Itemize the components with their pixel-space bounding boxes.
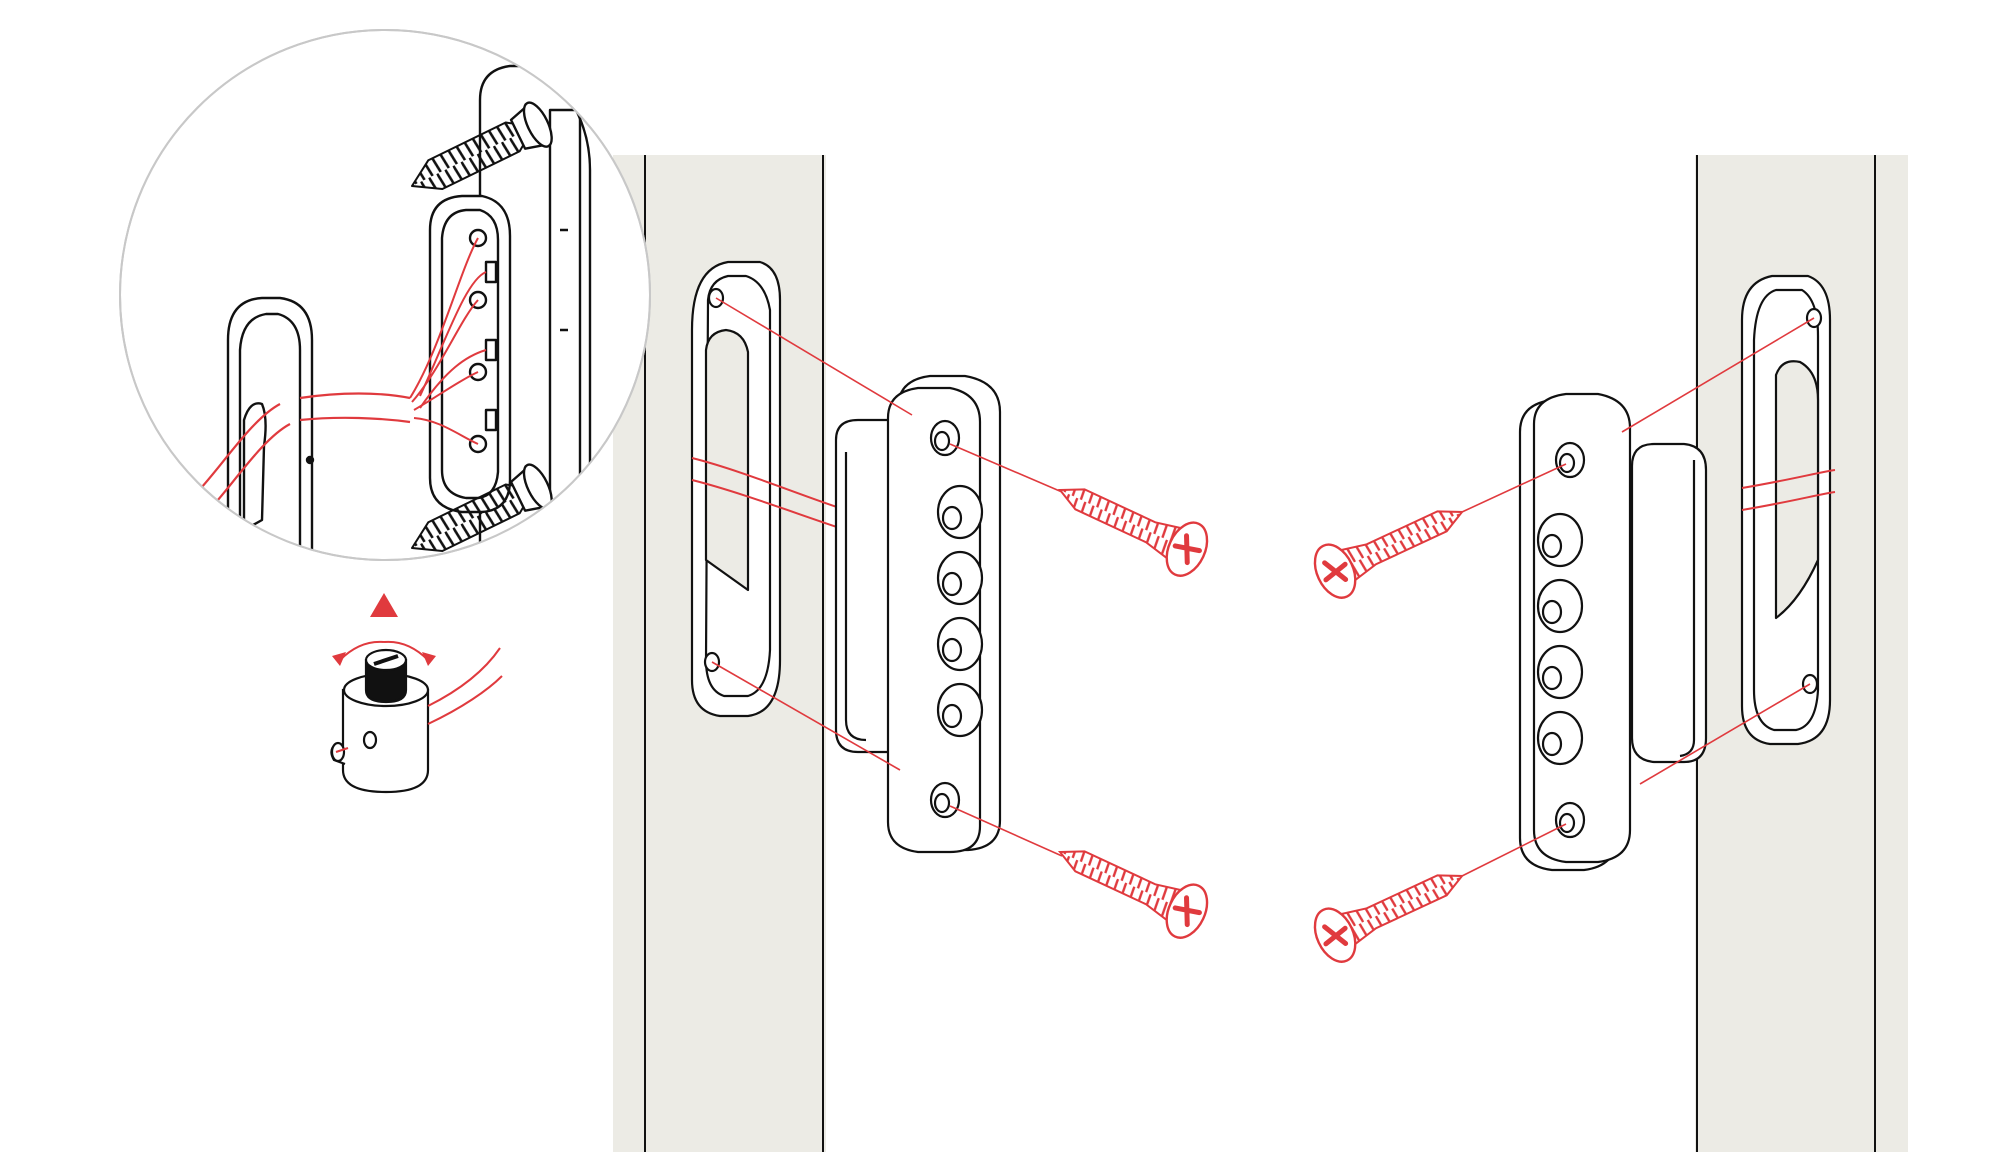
left-guide-lines [711, 297, 1063, 857]
screw-right-bottom [1313, 874, 1465, 963]
screw-right-top [1313, 510, 1465, 599]
up-arrow-icon [370, 593, 398, 617]
left-recess-plate [690, 260, 782, 718]
left-cable [691, 457, 841, 509]
inset-frame-strip [226, 296, 315, 560]
inset-terminal-block [409, 194, 512, 514]
screw-left-bottom [1057, 850, 1209, 939]
right-guide-lines [1461, 317, 1815, 877]
right-sensor-body [1630, 442, 1708, 764]
left-cover-holes [936, 484, 984, 738]
cable-gland-detail [330, 593, 503, 794]
right-recess-plate [1740, 274, 1832, 746]
right-cover-holes [1536, 512, 1584, 766]
magnifier-inset [119, 29, 651, 561]
right-assembly [1461, 274, 1836, 877]
left-assembly [690, 260, 1063, 857]
inset-screw-top [411, 101, 553, 190]
right-sensor-cover [1518, 392, 1632, 872]
screw-left-top [1057, 488, 1209, 577]
right-cable [1741, 469, 1836, 489]
rotation-arrows-icon [332, 640, 436, 666]
inset-screw-bottom [411, 463, 553, 552]
left-sensor-cover [886, 374, 1002, 854]
